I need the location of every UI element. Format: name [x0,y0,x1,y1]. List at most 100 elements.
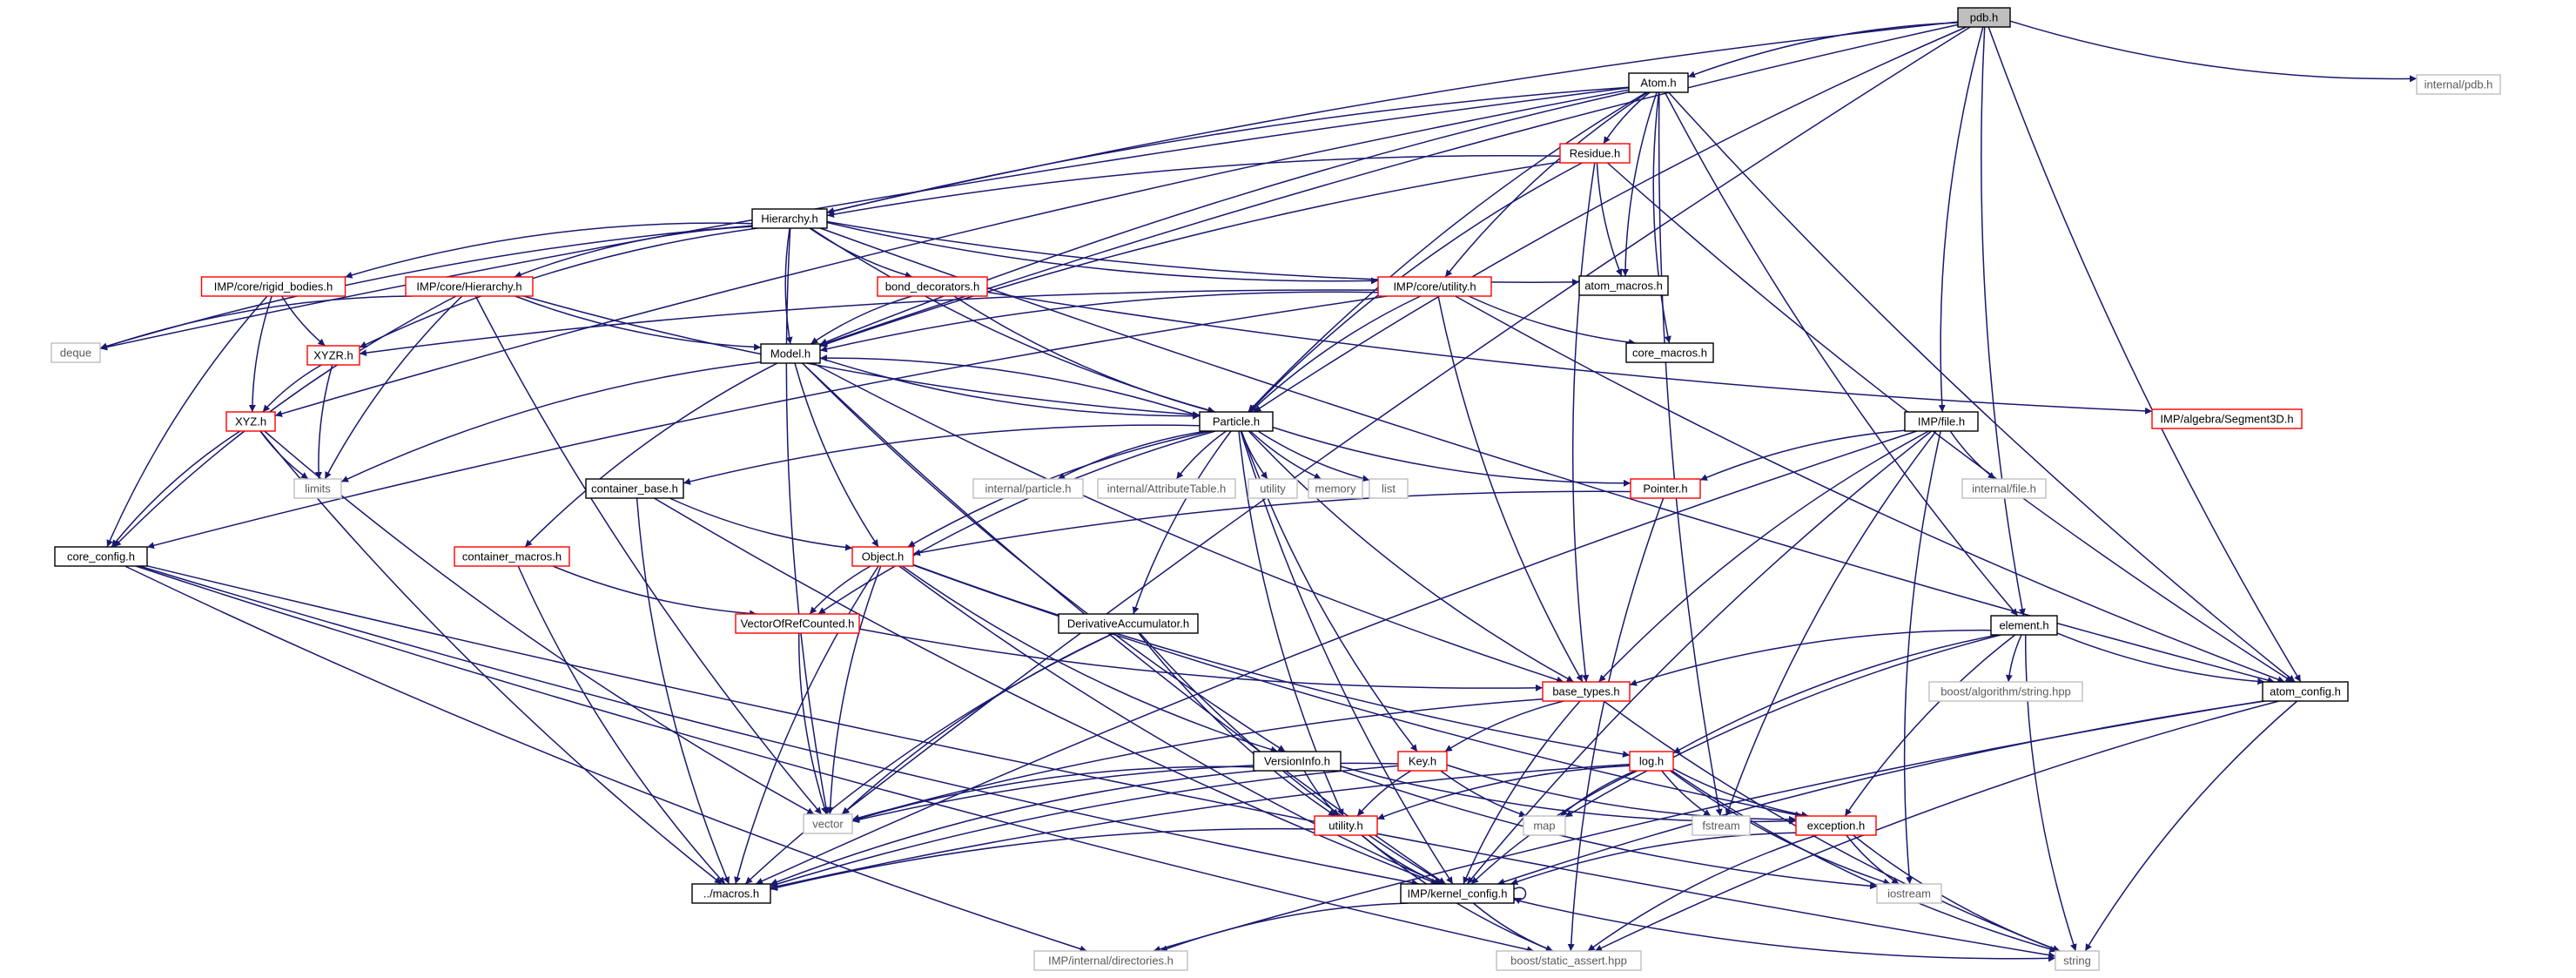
node-memory: memory [1308,478,1363,499]
node-segment3d[interactable]: IMP/algebra/Segment3D.h [2151,408,2303,429]
edge-atom-element [1664,91,2019,617]
node-utility-h[interactable]: utility.h [1314,815,1378,836]
edge-bond_dec-segment3d [986,291,2153,415]
node-label: IMP/file.h [1918,415,1965,428]
node-macros[interactable]: ../macros.h [691,883,771,904]
node-key[interactable]: Key.h [1397,751,1448,772]
node-kernel-config[interactable]: IMP/kernel_config.h [1400,883,1515,904]
edge-container_base-object [669,497,853,551]
edge-hierarchy-core_util [826,221,1379,285]
node-version-info[interactable]: VersionInfo.h [1253,751,1342,772]
node-core-hier[interactable]: IMP/core/Hierarchy.h [405,276,534,297]
node-base-types[interactable]: base_types.h [1542,681,1631,702]
node-box [691,883,771,904]
edge-hierarchy-model [784,227,793,345]
node-box [1630,478,1701,499]
node-box [1058,613,1199,634]
node-label: internal/AttributeTable.h [1107,482,1227,496]
node-box [735,613,860,634]
node-atom[interactable]: Atom.h [1628,72,1689,93]
node-map: map [1523,815,1566,836]
node-string: string [2055,950,2100,971]
node-rigid-bodies[interactable]: IMP/core/rigid_bodies.h [200,276,346,297]
node-label: IMP/kernel_config.h [1408,887,1508,900]
edge-log-macros [770,763,1631,890]
node-core-macros[interactable]: core_macros.h [1625,342,1714,363]
node-bond-dec[interactable]: bond_decorators.h [877,276,988,297]
edge-model-object [794,362,879,548]
edge-log-fstream [1661,770,1712,817]
edge-model-particle [819,357,1201,420]
node-label: Key.h [1409,755,1436,768]
edge-version_info-macros [770,770,1257,886]
node-imp-file[interactable]: IMP/file.h [1904,411,1979,432]
node-element[interactable]: element.h [1990,615,2058,636]
edge-vorc-vector [797,632,828,815]
node-label: pdb.h [1970,11,1999,24]
edge-xyz-vector [264,430,815,815]
edge-container_macros-vorc [552,565,757,617]
edge-base_types-vector [851,698,1544,821]
edge-atom-core_macros [1652,91,1671,344]
node-hierarchy[interactable]: Hierarchy.h [751,208,828,229]
edge-kernel_config-directories [1160,902,1409,953]
node-deriv-acc[interactable]: DerivativeAccumulator.h [1058,613,1199,634]
node-object[interactable]: Object.h [851,546,914,567]
edge-version_info-vector [851,766,1254,822]
node-container-base[interactable]: container_base.h [585,478,684,499]
node-particle[interactable]: Particle.h [1199,411,1274,432]
edge-object-log [912,563,1631,758]
node-model[interactable]: Model.h [760,343,821,364]
node-core-util[interactable]: IMP/core/utility.h [1377,276,1492,297]
edge-kernel_config-string [1513,899,2056,962]
node-box [803,813,853,834]
edge-pdb-particle [1253,26,1967,413]
edge-imp_file-kernel_config [1466,430,1933,885]
node-pointer[interactable]: Pointer.h [1630,478,1701,499]
node-container-macros[interactable]: container_macros.h [454,546,570,567]
edge-atom-model [819,91,1630,346]
edge-exception-iostream [1846,834,1900,885]
edge-particle-key [1241,430,1418,752]
edge-particle-internal_particle [1057,430,1207,480]
edge-key-exception [1446,764,1797,823]
edge-particle-pointer [1272,426,1631,487]
node-box [2262,681,2349,702]
edge-kernel_config-kernel_config [1513,887,1527,905]
edge-core_config-static_assert [135,565,1535,954]
edge-particle-internal_attr [1175,430,1227,480]
edge-element-exception [1844,634,2016,817]
node-log[interactable]: log.h [1629,751,1674,772]
node-label: Residue.h [1570,147,1621,160]
node-label: boost/static_assert.hpp [1510,954,1627,968]
node-box [1253,751,1342,772]
node-label: log.h [1639,755,1664,768]
node-box [1957,7,2011,28]
node-box [1578,275,1669,296]
node-label: Object.h [862,550,904,563]
node-atom-config[interactable]: atom_config.h [2262,681,2349,702]
node-core-config[interactable]: core_config.h [54,546,148,567]
edge-object-kernel_config [898,565,1442,885]
node-label: Particle.h [1213,415,1260,428]
node-exception[interactable]: exception.h [1795,815,1877,836]
node-box [1795,815,1877,836]
node-xyz[interactable]: XYZ.h [225,411,276,432]
node-label: IMP/core/Hierarchy.h [416,280,521,293]
node-atom-macros[interactable]: atom_macros.h [1578,275,1669,296]
edge-object-exception [912,564,1803,819]
node-box [1033,950,1188,971]
edge-core_hier-deque [99,295,413,350]
node-pdb[interactable]: pdb.h [1957,7,2011,28]
edge-base_types-string [1603,700,2061,952]
node-label: internal/pdb.h [2425,78,2493,91]
edge-core_hier-core_config [113,295,457,548]
edge-core_util-core_config [146,295,1388,550]
node-label: internal/file.h [1972,482,2036,496]
node-residue[interactable]: Residue.h [1559,143,1631,164]
node-box [1308,478,1363,499]
node-vorc[interactable]: VectorOfRefCounted.h [735,613,860,634]
edge-element-atom_config [2056,632,2265,685]
node-xyzr[interactable]: XYZR.h [306,345,360,366]
